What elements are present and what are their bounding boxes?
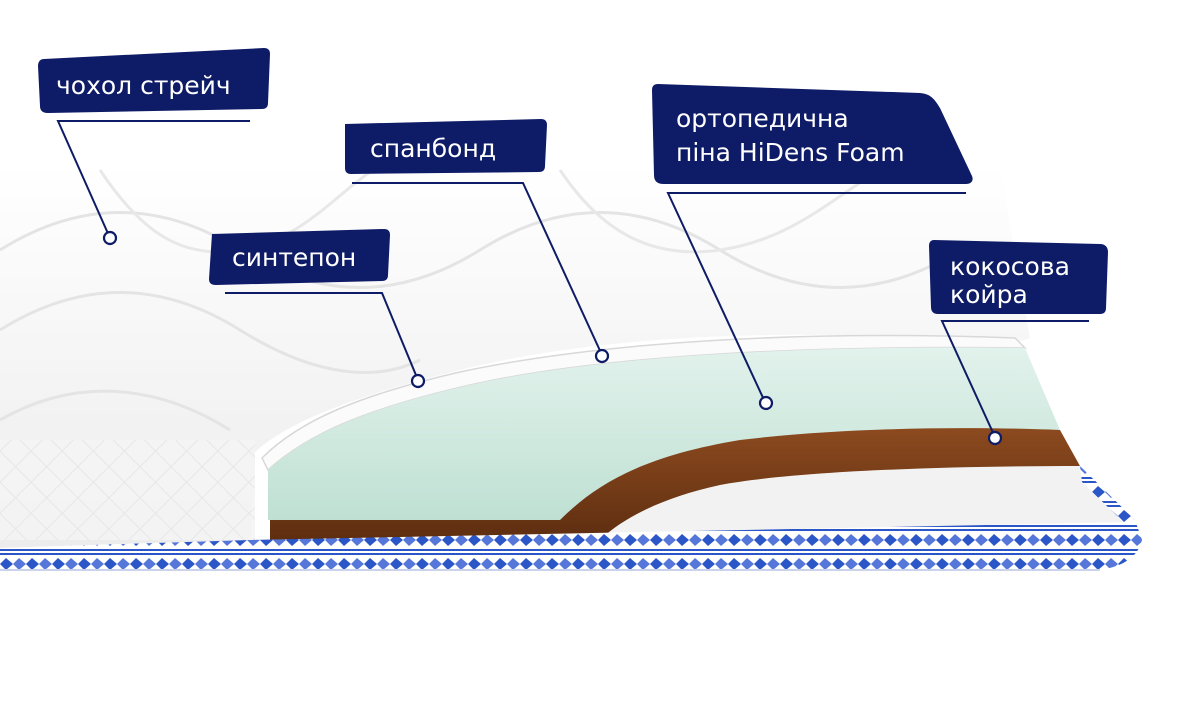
marker-synthepon <box>410 373 426 389</box>
leader-cover <box>56 120 250 239</box>
bottom-fabric-panel <box>600 466 1135 540</box>
label-coir: кокосова койра <box>929 240 1108 314</box>
patterned-border <box>0 466 1142 571</box>
marker-cover <box>102 230 118 246</box>
marker-coir <box>987 430 1003 446</box>
foam-layer <box>268 347 1060 520</box>
leader-coir <box>940 320 1089 438</box>
coir-layer <box>270 428 1080 540</box>
label-spunbond: спанбонд <box>345 119 547 174</box>
leader-synthepon <box>225 292 419 381</box>
marker-foam <box>758 395 774 411</box>
marker-spunbond <box>594 348 610 364</box>
label-cover: чохол стрейч <box>38 48 270 113</box>
label-coir-text-line2: койра <box>950 280 1028 309</box>
label-synthepon-text: синтепон <box>232 243 356 272</box>
label-foam-text-line2: піна HiDens Foam <box>676 138 905 167</box>
label-spunbond-text: спанбонд <box>370 134 496 163</box>
leader-foam <box>666 192 966 403</box>
label-coir-text-line1: кокосова <box>950 252 1070 281</box>
label-synthepon: синтепон <box>209 229 390 285</box>
label-cover-text: чохол стрейч <box>56 71 231 100</box>
label-foam: ортопедична піна HiDens Foam <box>652 84 973 184</box>
leader-spunbond <box>352 182 603 356</box>
label-foam-text-line1: ортопедична <box>676 104 849 133</box>
